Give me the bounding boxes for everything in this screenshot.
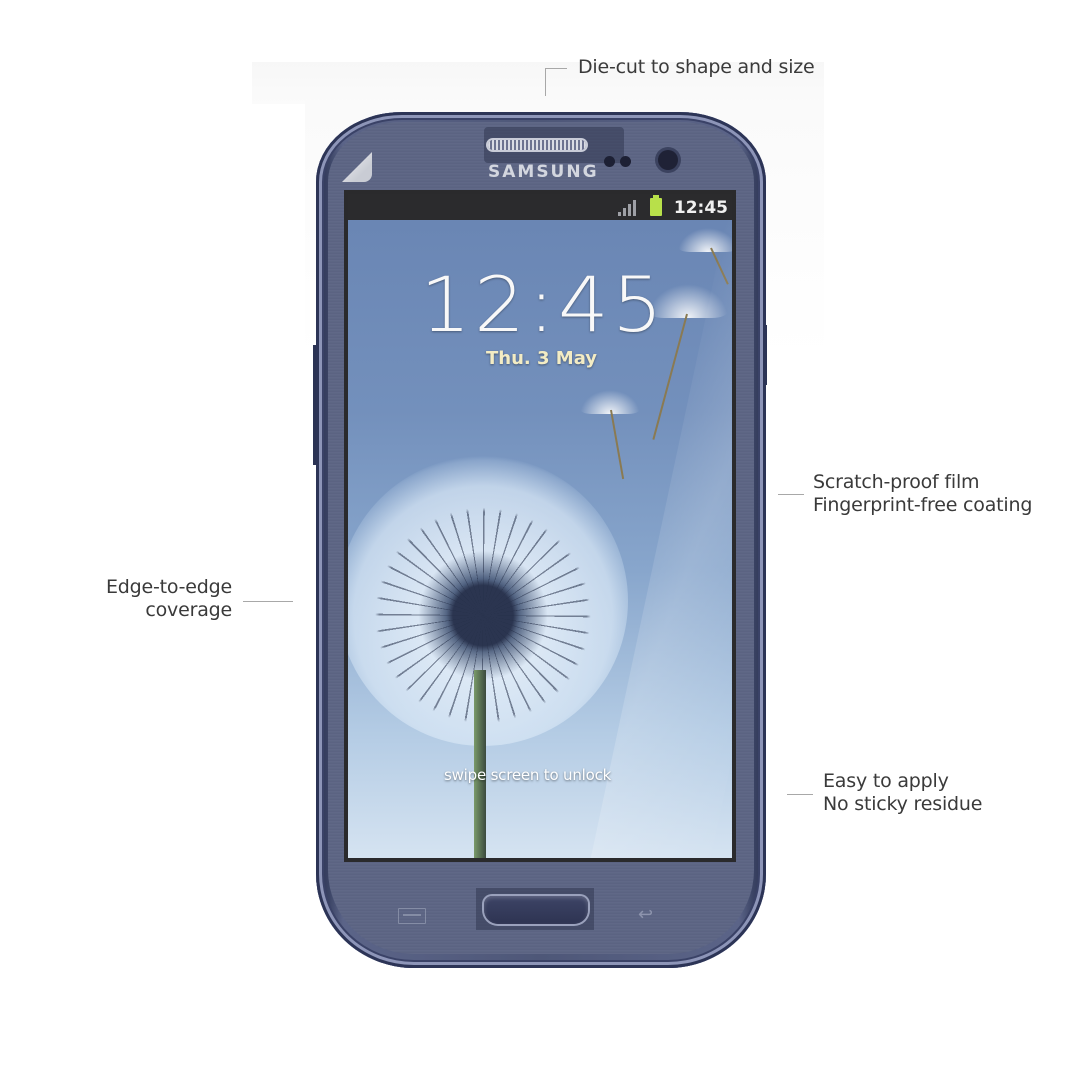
leader-line-left bbox=[243, 601, 293, 602]
menu-key-icon[interactable] bbox=[398, 908, 426, 924]
floating-seed bbox=[678, 228, 732, 252]
volume-key bbox=[313, 345, 316, 465]
floating-seed bbox=[580, 390, 640, 414]
dandelion-stem bbox=[474, 670, 486, 858]
leader-line-right-low bbox=[787, 794, 813, 795]
callout-die-cut: Die-cut to shape and size bbox=[578, 56, 815, 79]
signal-icon bbox=[618, 200, 638, 216]
callout-scratch-proof: Scratch-proof film Fingerprint-free coat… bbox=[813, 471, 1032, 517]
unlock-hint: swipe screen to unlock bbox=[444, 766, 612, 784]
callout-text: Easy to apply bbox=[823, 770, 949, 792]
dandelion-spokes bbox=[348, 456, 628, 746]
lockscreen[interactable]: 12:45 Thu. 3 May swipe screen to unlock bbox=[348, 220, 732, 858]
background-band bbox=[252, 62, 824, 104]
back-key-icon[interactable]: ↩ bbox=[638, 904, 654, 924]
leader-line-top-horizontal bbox=[545, 68, 567, 69]
status-time: 12:45 bbox=[673, 198, 728, 218]
screen: 12:45 12:45 Thu. 3 May swipe screen to u… bbox=[344, 190, 736, 862]
lockscreen-clock: 12:45 bbox=[420, 260, 666, 349]
brand-logo: SAMSUNG bbox=[488, 162, 599, 182]
home-button[interactable] bbox=[484, 896, 588, 924]
light-sensor bbox=[620, 156, 631, 167]
earpiece-grille bbox=[488, 140, 586, 150]
phone: SAMSUNG 12:45 12:45 Thu. 3 May bbox=[316, 112, 766, 968]
leader-line-right-mid bbox=[778, 494, 804, 495]
callout-text: Scratch-proof film bbox=[813, 471, 980, 493]
callout-text: Die-cut to shape and size bbox=[578, 56, 815, 78]
callout-easy-apply: Easy to apply No sticky residue bbox=[823, 770, 982, 816]
proximity-sensor bbox=[604, 156, 615, 167]
callout-text: Fingerprint-free coating bbox=[813, 494, 1033, 516]
leader-line-top-vertical bbox=[545, 68, 546, 96]
floating-seed bbox=[648, 284, 728, 318]
seed-stem bbox=[610, 409, 625, 480]
callout-text: No sticky residue bbox=[823, 793, 983, 815]
callout-text: coverage bbox=[145, 599, 232, 621]
battery-icon bbox=[650, 195, 662, 216]
front-camera-icon bbox=[658, 150, 678, 170]
status-bar: 12:45 bbox=[348, 194, 732, 220]
lockscreen-date: Thu. 3 May bbox=[486, 348, 598, 369]
callout-text: Edge-to-edge bbox=[105, 576, 232, 598]
callout-edge-to-edge: Edge-to-edge coverage bbox=[60, 576, 232, 622]
